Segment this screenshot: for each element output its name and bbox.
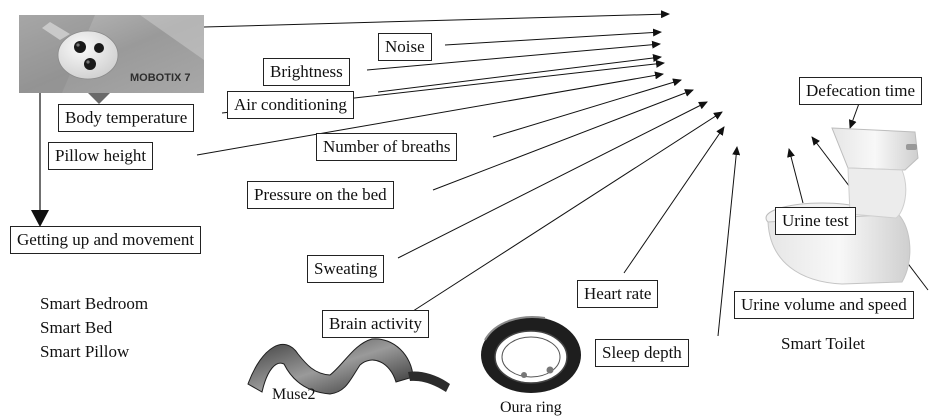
muse2-caption: Muse2 — [272, 387, 316, 403]
arrow-urine-test — [789, 149, 803, 203]
air-conditioning-label-box: Air conditioning — [227, 91, 354, 119]
body-temperature-label-box: Body temperature — [58, 104, 194, 132]
number-of-breaths-label-box: Number of breaths — [316, 133, 457, 161]
sweating-label-box: Sweating — [307, 255, 384, 283]
getting-up-label-box: Getting up and movement — [10, 226, 201, 254]
camera-pointer-triangle — [88, 93, 110, 104]
arrow-getting-up — [31, 93, 49, 227]
smart-pillow-label: Smart Pillow — [40, 343, 129, 360]
arrow-sweating — [398, 102, 707, 258]
arrow-noise — [445, 32, 661, 45]
toilet-image — [766, 128, 918, 284]
pressure-on-bed-label-box: Pressure on the bed — [247, 181, 394, 209]
arrow-heart-rate — [624, 127, 724, 273]
smart-bedroom-label: Smart Bedroom — [40, 295, 148, 312]
arrow-number-of-breaths — [493, 80, 681, 137]
smart-bed-label: Smart Bed — [40, 319, 112, 336]
smart-toilet-label: Smart Toilet — [781, 335, 865, 352]
defecation-time-label-box: Defecation time — [799, 77, 922, 105]
brightness-label-box: Brightness — [263, 58, 350, 86]
noise-label-box: Noise — [378, 33, 432, 61]
brain-activity-label-box: Brain activity — [322, 310, 429, 338]
arrow-air-conditioning — [378, 57, 661, 92]
oura-ring-caption: Oura ring — [500, 400, 562, 416]
arrow-camera-top — [204, 14, 669, 27]
pillow-height-label-box: Pillow height — [48, 142, 153, 170]
urine-volume-label-box: Urine volume and speed — [734, 291, 914, 319]
urine-test-label-box: Urine test — [775, 207, 856, 235]
oura-ring-image — [481, 317, 581, 393]
camera-brand-label: MOBOTIX 7 — [130, 72, 191, 84]
sleep-depth-label-box: Sleep depth — [595, 339, 689, 367]
heart-rate-label-box: Heart rate — [577, 280, 658, 308]
